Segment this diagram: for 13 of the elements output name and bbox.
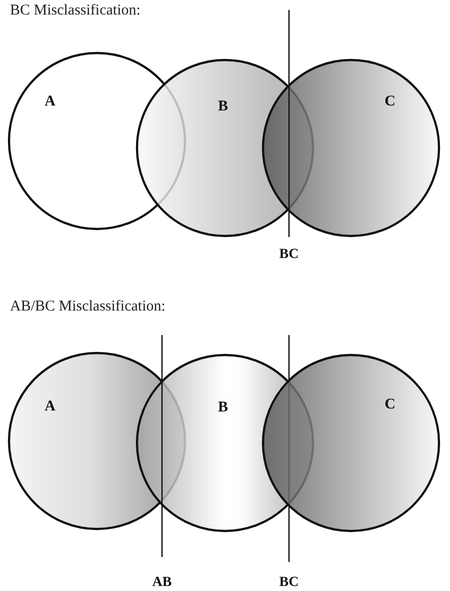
boundary-label: AB: [152, 576, 172, 590]
boundary-label: BC: [279, 248, 299, 262]
circle-label: C: [384, 94, 396, 110]
circle-label: B: [218, 100, 228, 114]
circle-label: C: [384, 398, 396, 412]
section-heading: AB/BC Misclassification:: [10, 300, 166, 314]
circle-label: A: [44, 94, 56, 110]
venn-circle: [261, 58, 441, 238]
boundary-label: BC: [279, 576, 299, 590]
circle-label: A: [44, 400, 56, 414]
section-heading: BC Misclassification:: [10, 4, 140, 18]
venn-circle: [261, 353, 441, 533]
circle-label: B: [218, 400, 228, 416]
